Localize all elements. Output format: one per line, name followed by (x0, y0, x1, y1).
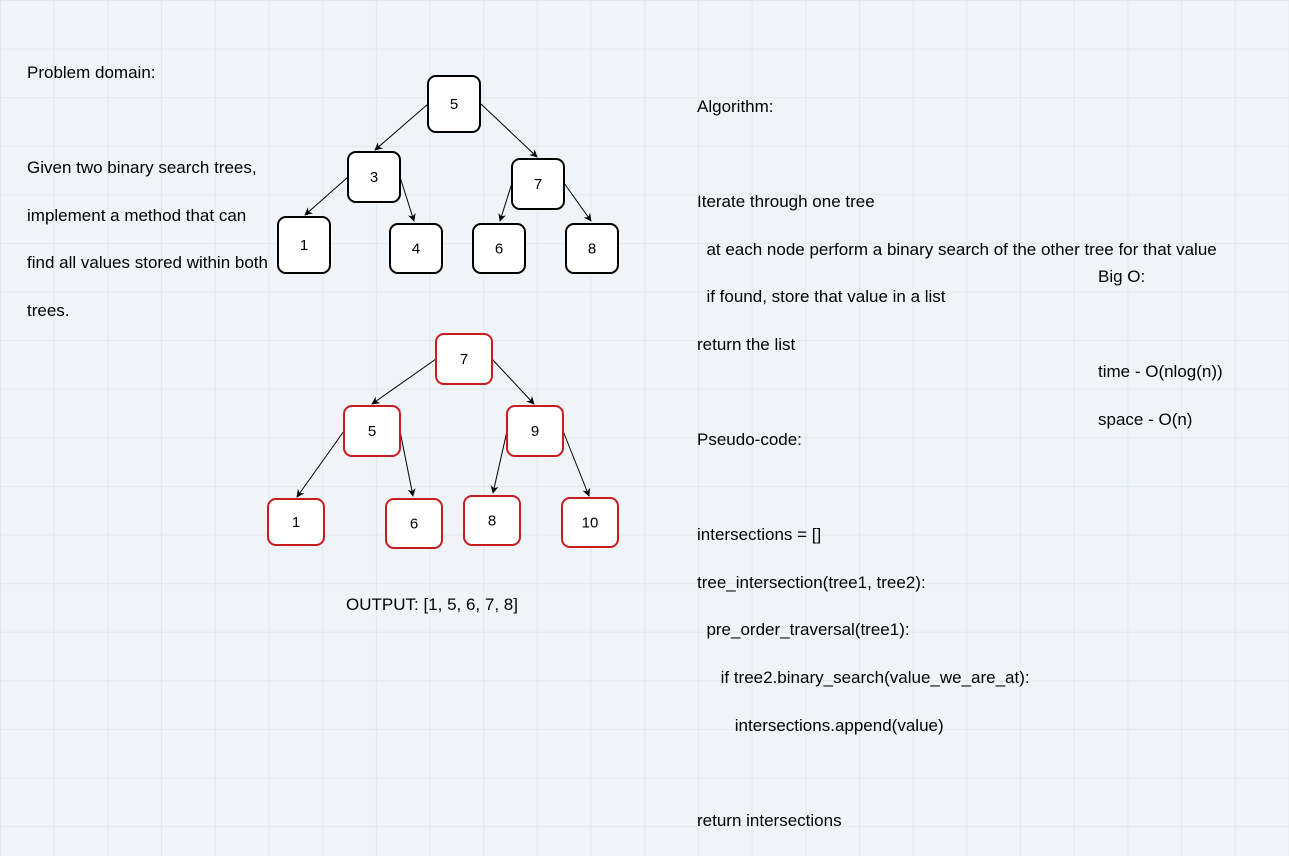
tree2-edge-b-e (399, 430, 416, 497)
tree1-node-value: 1 (300, 237, 308, 254)
tree1-edge-b-d (304, 176, 349, 216)
big-o-line: time - O(nlog(n)) (1098, 361, 1223, 381)
tree2-edge-a-c (491, 358, 535, 405)
tree2-edge-b-d (296, 430, 345, 498)
tree2-node-box (561, 497, 619, 548)
tree1-node: 5 (427, 75, 481, 133)
tree2-node: 5 (343, 405, 401, 457)
tree1-node-box (511, 158, 565, 210)
tree1-node: 6 (472, 223, 526, 274)
tree1-node-value: 8 (588, 241, 596, 258)
tree1-node: 1 (277, 216, 331, 274)
tree1-node: 4 (389, 223, 443, 274)
tree1-node-box (427, 75, 481, 133)
output-text: OUTPUT: [1, 5, 6, 7, 8] (346, 595, 518, 614)
tree2-node-value: 5 (368, 423, 376, 440)
algorithm-line: return the list (697, 334, 796, 354)
tree1-node-box (277, 216, 331, 274)
pseudo-code-line: tree_intersection(tree1, tree2): (697, 572, 926, 592)
tree-diagrams: 5 3 7 1 4 6 8 7 5 9 1 6 8 10 (267, 75, 619, 549)
tree1-node-value: 3 (370, 169, 378, 186)
tree1-node-box (389, 223, 443, 274)
algorithm-line: if found, store that value in a list (697, 287, 946, 307)
problem-domain-heading: Problem domain: (27, 62, 156, 82)
tree1-node-box (472, 223, 526, 274)
tree2-node-value: 8 (488, 513, 496, 530)
algorithm-line: at each node perform a binary search of … (697, 239, 1217, 259)
tree1-edge-c-f (498, 182, 513, 222)
tree2-node: 7 (435, 333, 493, 385)
tree2-node-box (385, 498, 443, 549)
tree1-edge-b-e (399, 176, 416, 222)
tree1-edge-c-g (563, 182, 592, 222)
tree2-node: 1 (267, 498, 325, 546)
tree2-edge-c-g (562, 430, 591, 497)
pseudo-code-line: if tree2.binary_search(value_we_are_at): (697, 667, 1030, 687)
pseudo-code-spacer: ​ (697, 761, 1217, 785)
tree1-node-box (565, 223, 619, 274)
tree2-node-value: 9 (531, 423, 539, 440)
tree2-node: 9 (506, 405, 564, 457)
tree1-node: 8 (565, 223, 619, 274)
pseudo-code-line: pre_order_traversal(tree1): (697, 620, 910, 640)
tree1-node-value: 5 (450, 96, 458, 113)
tree2-node-value: 7 (460, 351, 468, 368)
big-o-section: Big O: ​ time - O(nlog(n)) space - O(n) (1098, 241, 1223, 455)
algorithm-heading: Algorithm: (697, 96, 774, 116)
algorithm-line: Iterate through one tree (697, 191, 875, 211)
tree2-edge-c-f (490, 430, 508, 494)
pseudo-code-line: intersections = [] (697, 525, 822, 545)
tree1-edge-a-c (480, 103, 538, 158)
tree2-node: 8 (463, 495, 521, 546)
tree2-node-value: 10 (582, 515, 599, 532)
tree2-node: 6 (385, 498, 443, 549)
big-o-heading: Big O: (1098, 266, 1146, 286)
problem-domain-line: trees. (27, 300, 70, 320)
tree2-node-box (506, 405, 564, 457)
pseudo-code-line: intersections.append(value) (697, 715, 944, 735)
tree1-edge-a-b (374, 103, 429, 151)
tree2: 7 5 9 1 6 8 10 (267, 333, 619, 549)
tree2-node-box (463, 495, 521, 546)
pseudo-code-heading: Pseudo-code: (697, 429, 802, 449)
tree2-node-box (343, 405, 401, 457)
tree2-node-value: 6 (410, 516, 418, 533)
problem-domain-line: implement a method that can (27, 205, 247, 225)
problem-domain-line: Given two binary search trees, (27, 157, 257, 177)
tree1-node-box (347, 151, 401, 203)
problem-domain-section: Problem domain: ​ Given two binary searc… (27, 37, 268, 346)
tree2-edge-a-b (371, 358, 437, 405)
tree2-node: 10 (561, 497, 619, 548)
big-o-line: space - O(n) (1098, 409, 1193, 429)
tree2-node-box (435, 333, 493, 385)
tree1-node-value: 6 (495, 241, 503, 258)
tree1-node: 7 (511, 158, 565, 210)
pseudo-code-line: return intersections (697, 810, 842, 830)
tree2-node-box (267, 498, 325, 546)
tree1-node-value: 7 (534, 176, 542, 193)
tree1-node-value: 4 (412, 241, 420, 258)
tree1: 5 3 7 1 4 6 8 (277, 75, 619, 274)
problem-domain-line: find all values stored within both (27, 253, 268, 273)
tree2-node-value: 1 (292, 514, 300, 531)
tree1-node: 3 (347, 151, 401, 203)
